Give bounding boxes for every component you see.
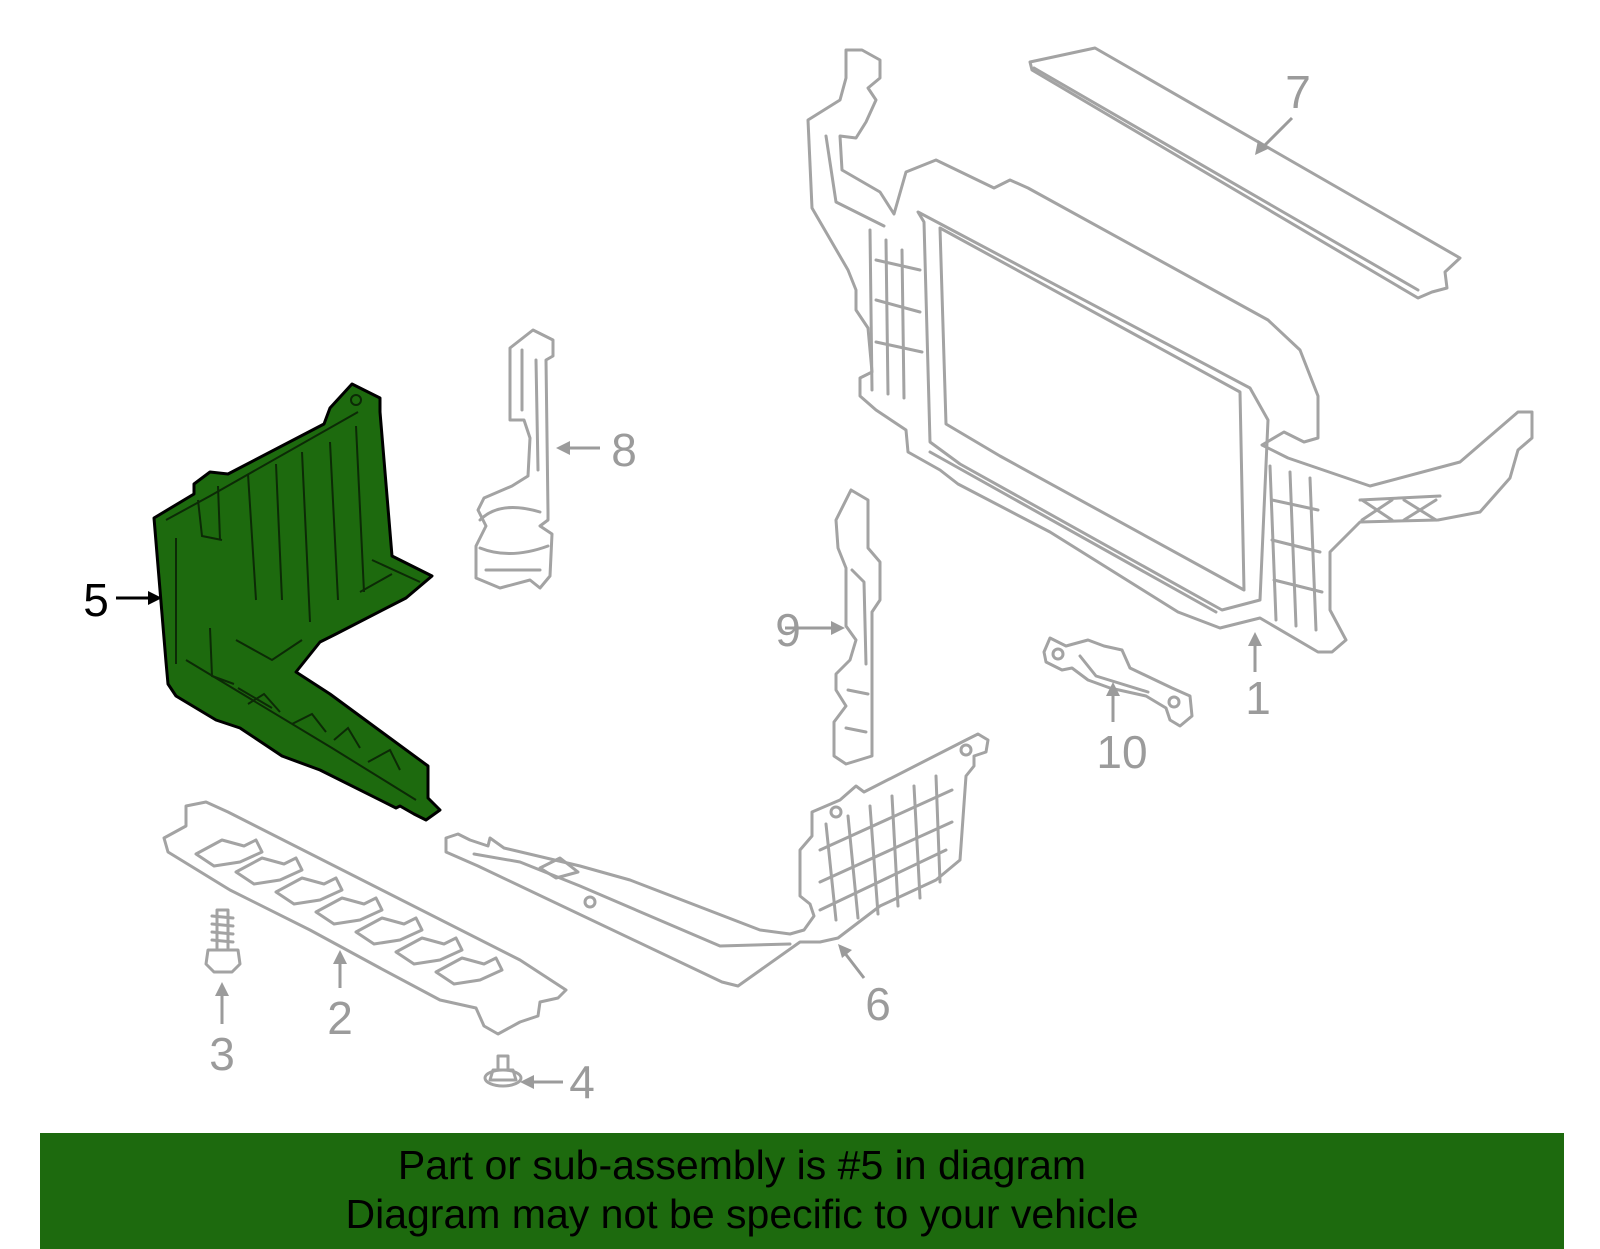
callout-1: 1 — [1245, 672, 1271, 724]
banner-line-1: Part or sub-assembly is #5 in diagram — [397, 1142, 1087, 1188]
callout-5: 5 — [83, 574, 109, 626]
part-6-lower-deflector[interactable] — [444, 732, 990, 988]
part-10-mount-bracket[interactable] — [1042, 636, 1194, 728]
part-7-upper-cover[interactable] — [1028, 46, 1462, 300]
callout-2: 2 — [327, 992, 353, 1044]
callout-8: 8 — [611, 424, 637, 476]
banner-line-2: Diagram may not be specific to your vehi… — [345, 1191, 1139, 1237]
part-2-splash-shield[interactable] — [162, 800, 568, 1036]
part-5-highlighted-deflector[interactable] — [152, 382, 442, 822]
info-banner: Part or sub-assembly is #5 in diagram Di… — [40, 1133, 1564, 1249]
callout-6: 6 — [865, 978, 891, 1030]
part-3-bolt[interactable] — [204, 908, 242, 974]
part-9-right-bracket[interactable] — [832, 488, 882, 766]
part-4-clip[interactable] — [483, 1054, 523, 1088]
callout-labels: 7 8 9 1 10 6 2 3 4 5 — [83, 66, 1311, 1108]
callout-3: 3 — [209, 1028, 235, 1080]
callout-10: 10 — [1096, 726, 1147, 778]
part-8-left-bracket[interactable] — [474, 328, 555, 590]
callout-4: 4 — [569, 1056, 595, 1108]
part-1-radiator-support[interactable] — [806, 48, 1534, 654]
callout-9: 9 — [775, 604, 801, 656]
callout-7: 7 — [1285, 66, 1311, 118]
callout-leaders — [116, 116, 1294, 1089]
